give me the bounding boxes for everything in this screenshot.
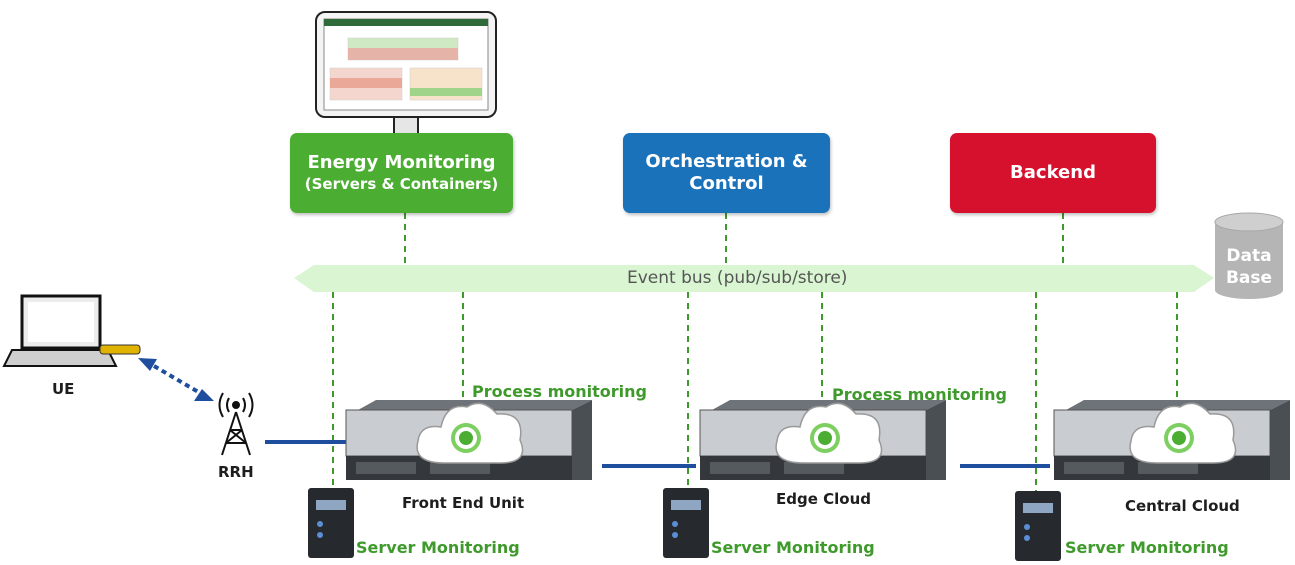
event-bus-arrow [294,265,1214,292]
orchestration-box-title: Orchestration & [645,150,808,172]
ue-label: UE [52,380,75,398]
server-monitoring-label: Server Monitoring [711,538,875,557]
server-icon [699,400,946,480]
process-monitoring-label: Process monitoring [832,385,1007,404]
cloud-icon [1129,402,1237,464]
energy-box-title: Energy Monitoring [307,152,496,174]
laptop-icon [2,294,141,367]
energy-box-subtitle: (Servers & Containers) [304,174,499,193]
monitor-icon [315,11,497,135]
orchestration-box: Orchestration & Control [623,133,830,213]
wireless-link [138,358,214,401]
database-icon [1214,212,1284,299]
backend-box-title: Backend [1010,161,1096,183]
server-monitoring-label: Server Monitoring [1065,538,1229,557]
server-monitoring-label: Server Monitoring [356,538,520,557]
network-links [265,440,1050,468]
energy-monitoring-box: Energy Monitoring (Servers & Containers) [290,133,513,213]
backend-box: Backend [950,133,1156,213]
central-cloud-label: Central Cloud [1125,497,1240,515]
orchestration-box-subtitle: Control [689,173,764,194]
cloud-icon [775,402,883,464]
power-meter-icon [308,488,354,558]
process-monitoring-label: Process monitoring [472,382,647,401]
database-label: Data Base [1215,245,1283,289]
database-label-line1: Data [1226,246,1272,266]
cloud-icon [416,402,524,464]
rrh-label: RRH [218,463,254,481]
power-meter-icon [1015,491,1061,561]
front-end-unit-label: Front End Unit [402,494,525,512]
database-label-line2: Base [1225,268,1273,289]
antenna-icon [218,392,254,456]
event-bus-label: Event bus (pub/sub/store) [627,268,848,288]
edge-cloud-label: Edge Cloud [776,490,871,508]
power-meter-icon [663,488,709,558]
